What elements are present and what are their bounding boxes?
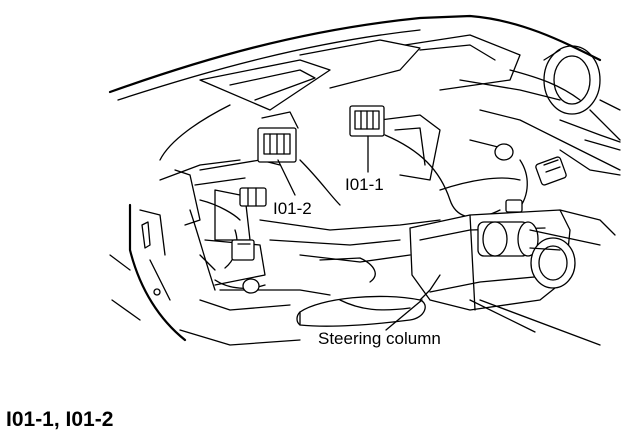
connector-i01-2 — [257, 111, 299, 196]
label-steering-column: Steering column — [318, 329, 441, 348]
left-panel — [109, 159, 241, 342]
connector-i01-1 — [349, 105, 385, 173]
dashboard-upper-outline — [108, 14, 602, 161]
small-connector-left — [231, 187, 267, 294]
steering-shaft — [477, 221, 601, 289]
leader-lines — [385, 299, 536, 333]
center-bracket — [189, 114, 441, 296]
label-connector-i01-2: I01-2 — [273, 199, 312, 218]
figure-caption: I01-1, I01-2 — [6, 408, 114, 431]
label-connector-i01-1: I01-1 — [345, 175, 384, 194]
dashboard-lower-outline — [179, 299, 301, 346]
vent-knob — [543, 45, 621, 141]
small-connector-right — [494, 143, 567, 213]
combination-switch-lever — [296, 274, 441, 327]
